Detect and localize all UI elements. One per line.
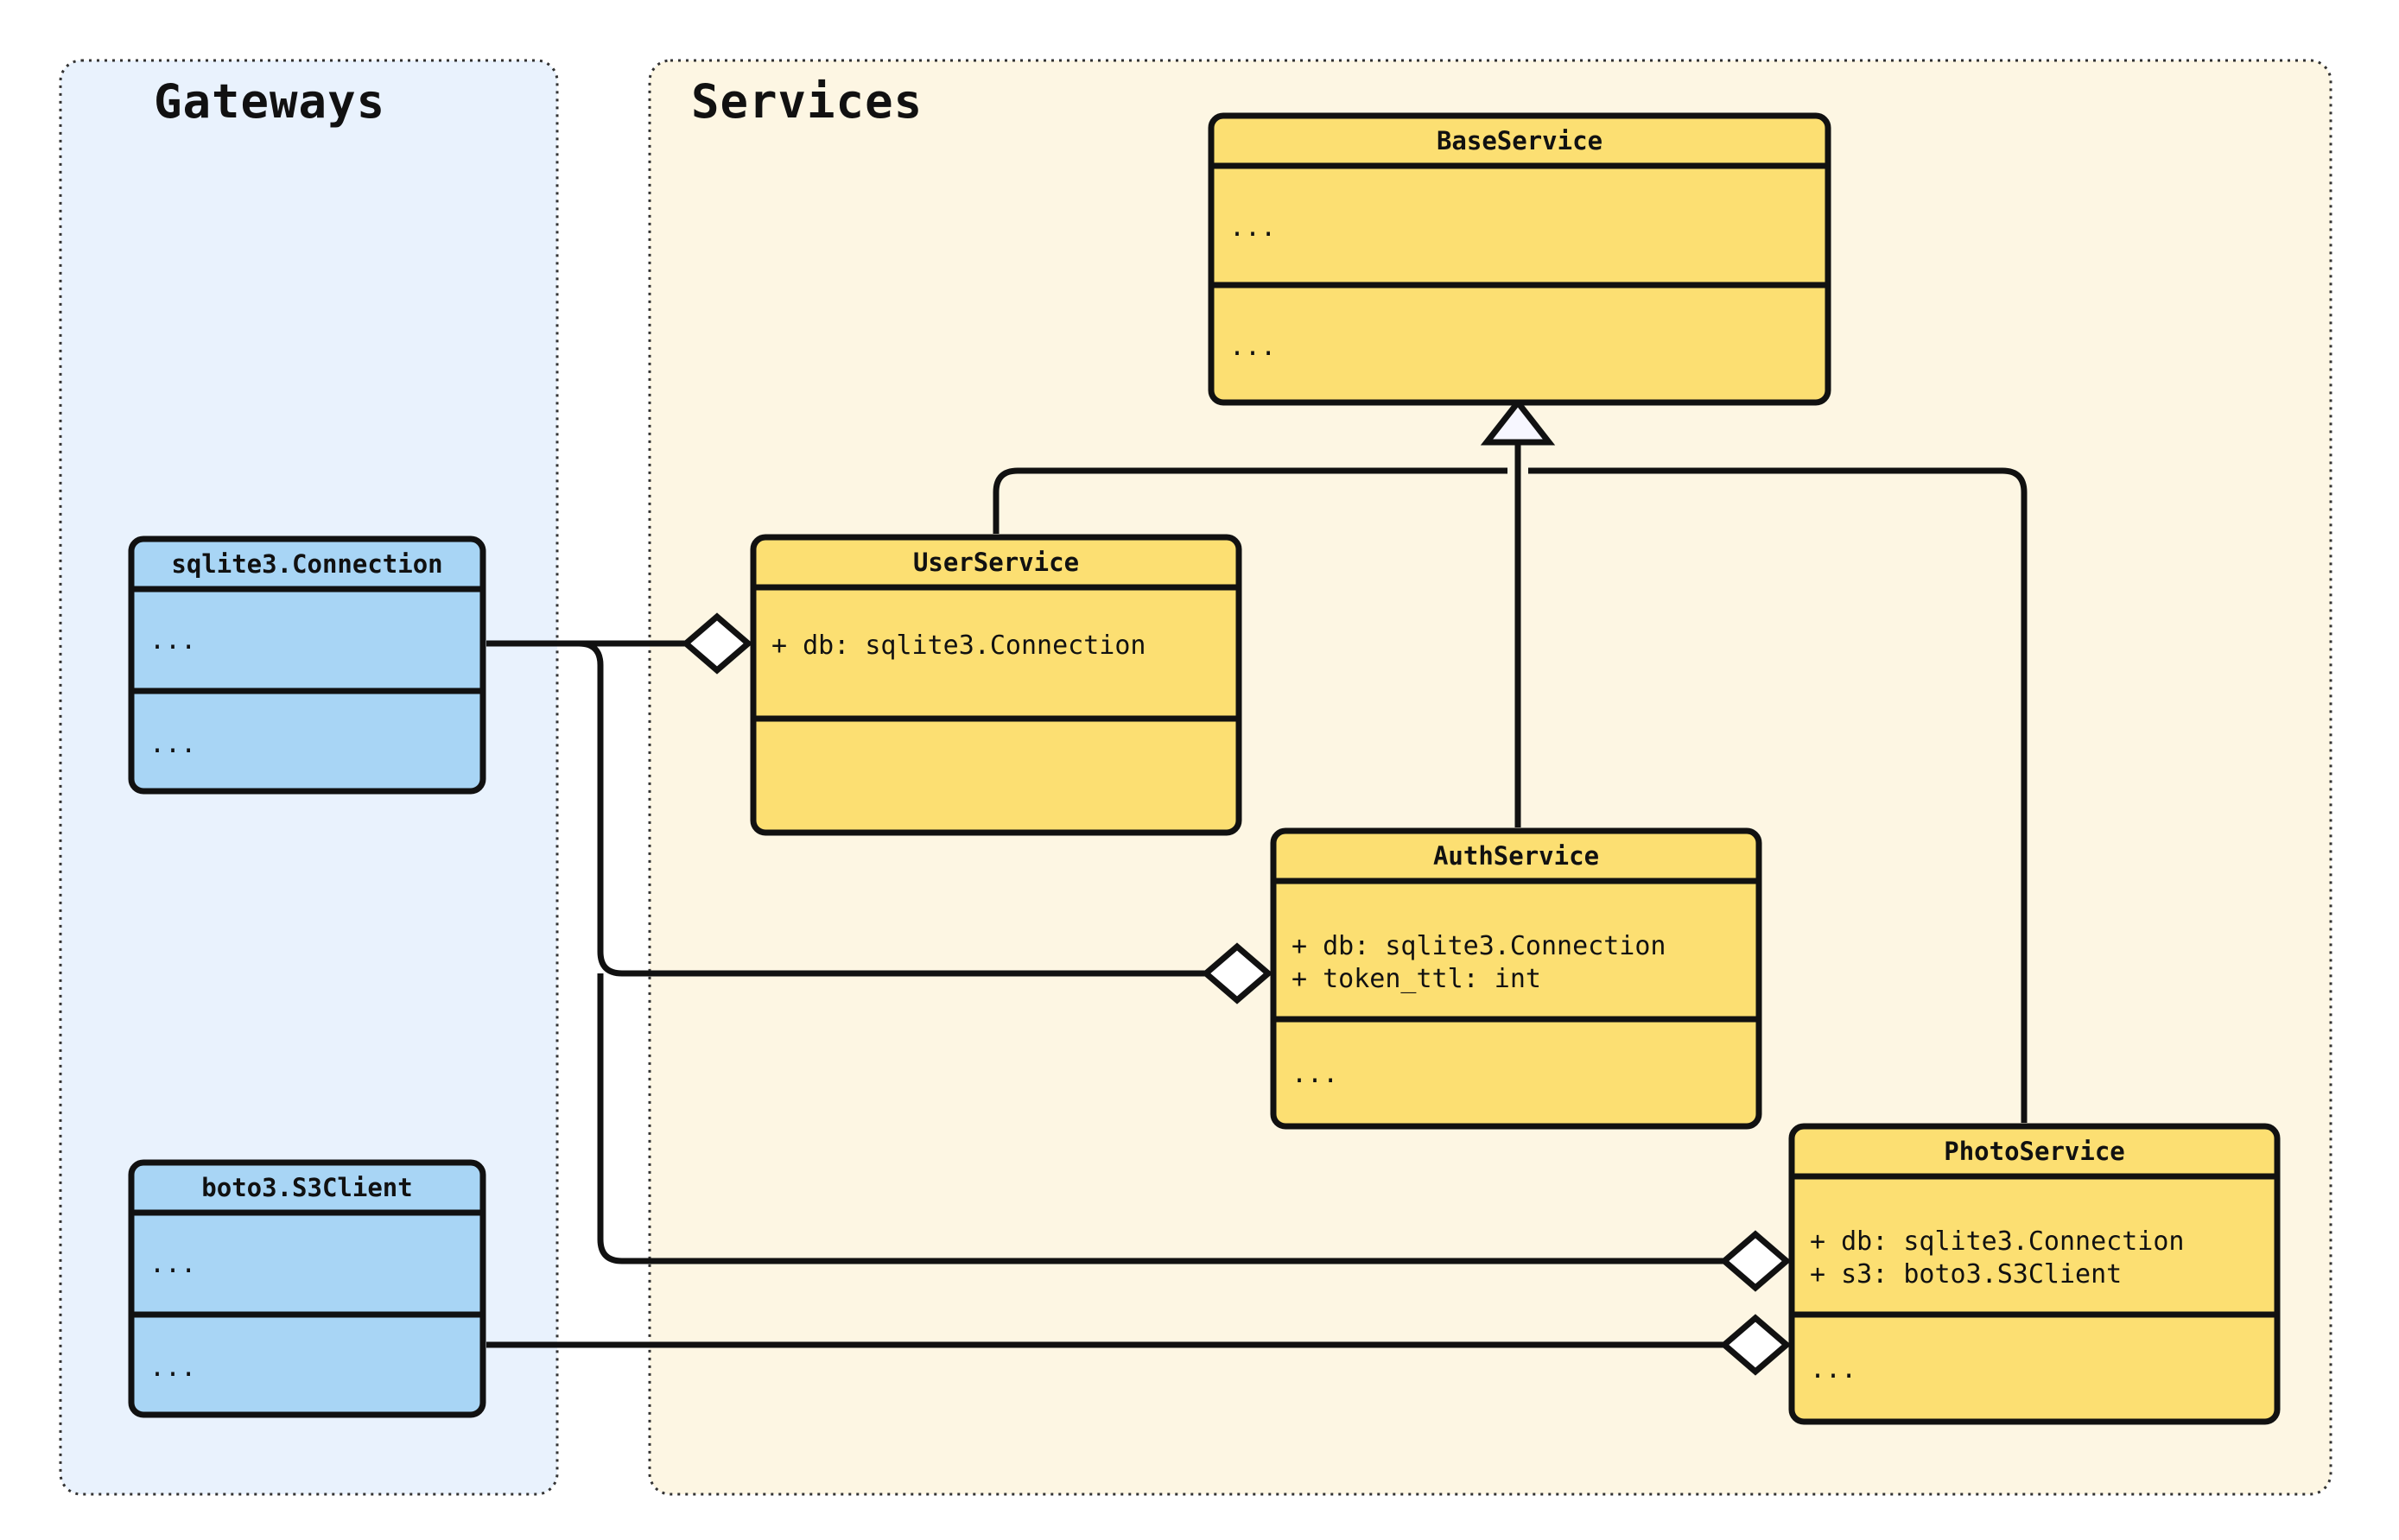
- class-title-baseservice: BaseService: [1436, 126, 1603, 155]
- package-title-services: Services: [691, 74, 923, 129]
- class-shape-boto3-s3client: [128, 1159, 486, 1418]
- class-box-baseservice[interactable]: BaseService ... ...: [1208, 112, 1831, 406]
- generalization-line-userservice: [993, 467, 1507, 534]
- class-shape-photoservice: [1788, 1123, 2281, 1425]
- class-method-line: ...: [149, 1353, 197, 1383]
- class-title-authservice: AuthService: [1432, 841, 1600, 871]
- class-attribute-line: ...: [149, 625, 197, 656]
- class-box-userservice[interactable]: UserService + db: sqlite3.Connection: [750, 534, 1242, 836]
- class-box-photoservice[interactable]: PhotoService + db: sqlite3.Connection + …: [1788, 1123, 2281, 1425]
- aggregation-diamond-photo-s3: [1719, 1314, 1792, 1376]
- class-attribute-line: ...: [149, 1249, 197, 1279]
- generalization-triangle-marker: [1480, 397, 1556, 446]
- class-title-userservice: UserService: [912, 548, 1080, 577]
- class-box-authservice[interactable]: AuthService + db: sqlite3.Connection + t…: [1270, 827, 1762, 1130]
- aggregation-bus-sqlite: [486, 640, 1215, 977]
- class-attribute-line: + db: sqlite3.Connection: [771, 631, 1146, 661]
- class-title-boto3-s3client: boto3.S3Client: [201, 1173, 413, 1202]
- package-title-gateways: Gateways: [154, 74, 386, 129]
- class-shape-sqlite3-connection: [128, 536, 486, 795]
- class-method-line: ...: [1810, 1354, 1857, 1385]
- generalization-line-photoservice: [1528, 467, 2028, 1123]
- class-box-sqlite3-connection[interactable]: sqlite3.Connection ... ...: [128, 536, 486, 795]
- aggregation-diamond-photo-db: [1719, 1230, 1792, 1292]
- class-shape-baseservice: [1208, 112, 1831, 406]
- class-method-line: ...: [1229, 332, 1277, 362]
- class-attribute-line: + db: sqlite3.Connection: [1292, 931, 1666, 961]
- class-title-sqlite3-connection: sqlite3.Connection: [171, 549, 443, 579]
- class-attribute-line: + s3: boto3.S3Client: [1810, 1259, 2123, 1290]
- class-shape-authservice: [1270, 827, 1762, 1130]
- class-method-line: ...: [1292, 1059, 1339, 1089]
- class-attribute-line: + db: sqlite3.Connection: [1810, 1226, 2185, 1257]
- aggregation-line-photo-db: [597, 973, 1734, 1264]
- class-method-line: ...: [149, 729, 197, 759]
- class-box-boto3-s3client[interactable]: boto3.S3Client ... ...: [128, 1159, 486, 1418]
- class-title-photoservice: PhotoService: [1944, 1137, 2125, 1166]
- class-shape-userservice: [750, 534, 1242, 836]
- aggregation-diamond-auth-db: [1201, 942, 1273, 1004]
- class-attribute-line: + token_ttl: int: [1292, 964, 1541, 994]
- class-attribute-line: ...: [1229, 212, 1277, 243]
- aggregation-diamond-user-db: [681, 612, 753, 675]
